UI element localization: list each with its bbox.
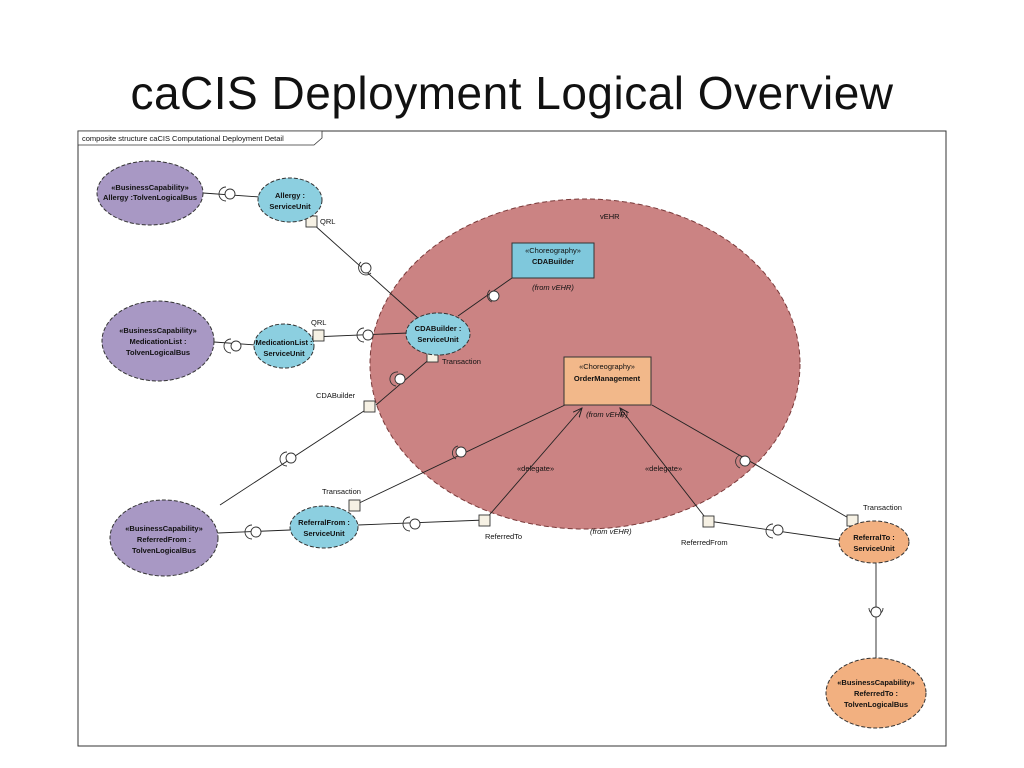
ports xyxy=(305,215,859,528)
service-unit-allergy-name: Allergy : xyxy=(275,191,305,200)
port-label-cdabuilder: CDABuilder xyxy=(316,391,356,400)
choreography-ordermanagement-name: OrderManagement xyxy=(574,374,641,383)
connectors xyxy=(202,192,877,665)
port-transaction-referralfrom xyxy=(348,499,361,512)
capability-referredto-stereotype: «BusinessCapability» xyxy=(837,678,915,687)
capability-referredfrom-stereotype: «BusinessCapability» xyxy=(125,524,203,533)
service-unit-referralto: ReferralTo : ServiceUnit xyxy=(838,520,910,564)
capability-referredfrom: «BusinessCapability» ReferredFrom : Tolv… xyxy=(109,499,219,577)
service-unit-medication-shape xyxy=(253,323,315,369)
slide-title: caCIS Deployment Logical Overview xyxy=(130,67,894,119)
service-unit-cdabuilder: CDABuilder : ServiceUnit xyxy=(405,312,471,356)
port-label-qrl-allergy: QRL xyxy=(320,217,335,226)
vehr-label: vEHR xyxy=(600,212,620,221)
delegate-left-label: «delegate» xyxy=(517,464,554,473)
interface-medication xyxy=(223,338,242,354)
connector-cda-choreography xyxy=(457,277,513,317)
interface-referredfrom-referralto xyxy=(765,523,784,539)
capability-allergy: «BusinessCapability» Allergy :TolvenLogi… xyxy=(96,160,204,226)
port-referredto xyxy=(478,514,491,527)
interface-cda-choreography xyxy=(486,289,500,303)
frame-tab xyxy=(77,130,323,146)
vehr-from-label: (from vEHR) xyxy=(590,527,632,536)
service-unit-referralfrom-name: ReferralFrom : xyxy=(298,518,350,527)
capability-allergy-name: Allergy :TolvenLogicalBus xyxy=(103,193,197,202)
service-unit-medication-type: ServiceUnit xyxy=(263,349,305,358)
delegate-right-line xyxy=(620,408,709,522)
choreography-cdabuilder-name: CDABuilder xyxy=(532,257,574,266)
port-label-transaction-referralto: Transaction xyxy=(863,503,902,512)
delegate-left-line xyxy=(484,408,582,521)
choreography-cdabuilder-stereotype: «Choreography» xyxy=(525,246,581,255)
port-label-referredto: ReferredTo xyxy=(485,532,522,541)
interface-referredfrom xyxy=(244,524,262,540)
interface-medication-qrl xyxy=(356,327,374,343)
interfaces xyxy=(218,186,884,618)
service-unit-cdabuilder-name: CDABuilder : xyxy=(415,324,462,333)
capability-medication: «BusinessCapability» MedicationList : To… xyxy=(101,300,215,382)
connector-medication-cda xyxy=(311,332,409,338)
choreography-ordermanagement-from: (from vEHR) xyxy=(586,410,628,419)
choreography-ordermanagement-box xyxy=(563,356,652,406)
delegate-right-label: «delegate» xyxy=(645,464,682,473)
connector-om-referralto xyxy=(651,404,853,521)
port-label-referredfrom: ReferredFrom xyxy=(681,538,728,547)
port-cdabuilder xyxy=(363,400,376,413)
service-unit-allergy: Allergy : ServiceUnit xyxy=(257,177,323,223)
capability-allergy-stereotype: «BusinessCapability» xyxy=(111,183,189,192)
service-unit-referralto-type: ServiceUnit xyxy=(853,544,895,553)
service-unit-medication: MedicationList : ServiceUnit xyxy=(253,323,315,369)
service-unit-cdabuilder-type: ServiceUnit xyxy=(417,335,459,344)
choreography-cdabuilder: «Choreography» CDABuilder (from vEHR) xyxy=(511,242,595,292)
port-qrl-medication xyxy=(312,329,325,342)
interface-cda-transaction xyxy=(389,371,406,387)
choreography-ordermanagement: «Choreography» OrderManagement (from vEH… xyxy=(563,356,652,419)
interface-referralfrom xyxy=(402,516,421,532)
interface-allergy xyxy=(218,186,236,202)
capability-referredto-name: ReferredTo : xyxy=(854,689,898,698)
capability-medication-bus: TolvenLogicalBus xyxy=(126,348,190,357)
capability-referredto: «BusinessCapability» ReferredTo : Tolven… xyxy=(825,657,927,729)
interface-om-referralto xyxy=(735,454,751,469)
capability-referredfrom-bus: TolvenLogicalBus xyxy=(132,546,196,555)
capability-medication-stereotype: «BusinessCapability» xyxy=(119,326,197,335)
service-unit-cdabuilder-shape xyxy=(405,312,471,356)
port-referredfrom xyxy=(702,515,715,528)
port-label-qrl-medication: QRL xyxy=(311,318,326,327)
service-unit-referralto-name: ReferralTo : xyxy=(853,533,895,542)
capability-referredto-shape xyxy=(825,657,927,729)
interface-allergy-qrl xyxy=(358,261,372,276)
connector-referralfrom-referredto xyxy=(357,519,486,526)
service-unit-allergy-shape xyxy=(257,177,323,223)
capability-medication-name: MedicationList : xyxy=(129,337,186,346)
service-unit-medication-name: MedicationList : xyxy=(255,338,312,347)
service-unit-referralfrom: ReferralFrom : ServiceUnit xyxy=(289,505,359,549)
service-unit-referralfrom-shape xyxy=(289,505,359,549)
choreography-ordermanagement-stereotype: «Choreography» xyxy=(579,362,635,371)
interface-transaction-om xyxy=(452,445,467,460)
capability-referredfrom-name: ReferredFrom : xyxy=(137,535,191,544)
port-label-transaction-referralfrom: Transaction xyxy=(322,487,361,496)
service-unit-allergy-type: ServiceUnit xyxy=(269,202,311,211)
capability-referredto-bus: TolvenLogicalBus xyxy=(844,700,908,709)
capability-medication-shape xyxy=(101,300,215,382)
interface-referralto xyxy=(868,606,884,618)
capability-allergy-shape xyxy=(96,160,204,226)
capability-referredfrom-shape xyxy=(109,499,219,577)
port-label-transaction-cda: Transaction xyxy=(442,357,481,366)
interface-cdabuilder xyxy=(279,451,297,467)
service-unit-referralfrom-type: ServiceUnit xyxy=(303,529,345,538)
frame-label: composite structure caCIS Computational … xyxy=(82,134,284,143)
choreography-cdabuilder-box xyxy=(511,242,595,279)
service-unit-referralto-shape xyxy=(838,520,910,564)
choreography-cdabuilder-from: (from vEHR) xyxy=(532,283,574,292)
